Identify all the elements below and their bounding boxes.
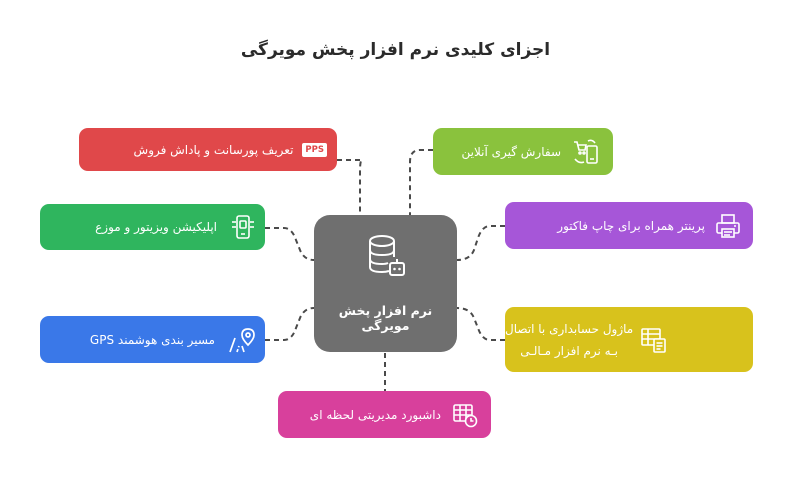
node-app: اپلیکیشن ویزیتور و موزع — [40, 204, 265, 250]
database-robot-icon — [369, 235, 405, 276]
node-accounting: ماژول حسابداری با اتصال بـه نرم افزار مـ… — [505, 307, 753, 372]
online-order-icon — [571, 137, 601, 167]
dashboard-clock-icon — [451, 401, 479, 429]
mobile-app-icon — [229, 212, 257, 242]
node-dashboard-label: داشبورد مدیریتی لحظه ای — [309, 407, 441, 422]
diagram-title: اجزای کلیدی نرم افزار پخش مویرگی — [240, 40, 551, 60]
route-map-icon — [227, 325, 257, 355]
node-accounting-line2: بـه نرم افزار مـالـی — [520, 343, 618, 358]
connector-app — [265, 227, 315, 261]
connector-gps — [265, 307, 315, 341]
node-commission: PPS تعریف پورسانت و پاداش فروش — [79, 128, 337, 171]
accounting-sheet-icon — [639, 325, 669, 355]
node-printer: پرینتر همراه برای چاپ فاکتور — [505, 202, 753, 249]
node-gps-label: مسیر بندی هوشمند GPS — [89, 332, 215, 347]
node-accounting-line1: ماژول حسابداری با اتصال — [505, 321, 634, 336]
hub-label: نرم افزار پخش مویرگی — [338, 303, 433, 333]
node-app-label: اپلیکیشن ویزیتور و موزع — [95, 220, 217, 234]
pps-badge-icon: PPS — [302, 142, 327, 157]
hub-box: نرم افزار پخش مویرگی — [314, 215, 457, 352]
node-commission-label: تعریف پورسانت و پاداش فروش — [133, 142, 294, 157]
node-accounting-label: ماژول حسابداری با اتصال بـه نرم افزار مـ… — [505, 318, 633, 362]
node-online: سفارش گیری آنلاین — [433, 128, 613, 175]
node-gps: مسیر بندی هوشمند GPS — [40, 316, 265, 363]
printer-icon — [713, 211, 743, 241]
connector-online — [409, 149, 433, 216]
connector-commission — [337, 159, 363, 216]
connector-printer — [456, 225, 505, 261]
node-dashboard: داشبورد مدیریتی لحظه ای — [278, 391, 491, 438]
node-online-label: سفارش گیری آنلاین — [461, 144, 561, 159]
connector-accounting — [456, 307, 505, 341]
node-printer-label: پرینتر همراه برای چاپ فاکتور — [557, 218, 705, 233]
